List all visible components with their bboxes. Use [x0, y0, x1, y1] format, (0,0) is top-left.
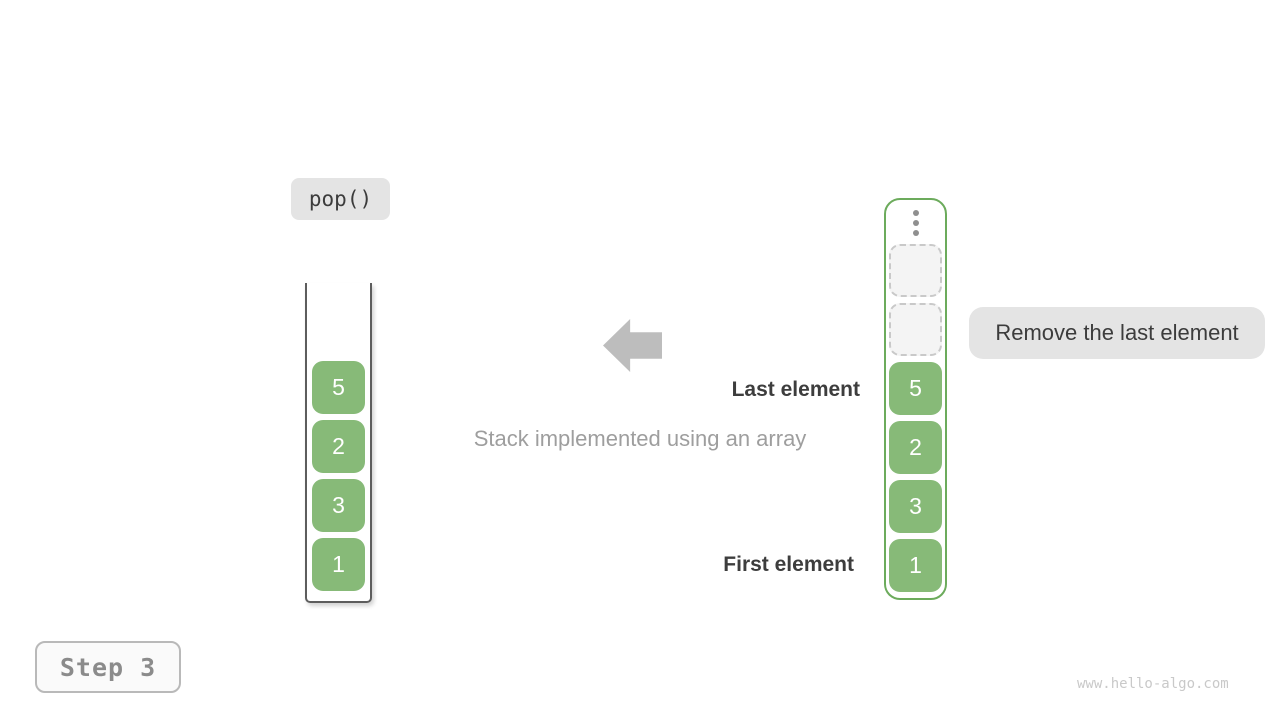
ellipsis-dot — [912, 230, 919, 236]
pop-operation-badge: pop() — [291, 178, 390, 220]
stack-cell: 3 — [889, 480, 942, 533]
last-element-label: Last element — [731, 378, 860, 401]
stack-container: 5 2 3 1 — [305, 283, 372, 603]
stack-cell: 3 — [312, 479, 365, 532]
ellipsis-dot — [912, 220, 919, 226]
first-element-label: First element — [723, 553, 854, 576]
stack-cell: 2 — [889, 421, 942, 474]
block-arrow-left-icon — [603, 319, 662, 372]
diagram-caption: Stack implemented using an array — [473, 426, 807, 451]
empty-slot — [889, 244, 942, 297]
array-cells: 5 2 3 1 — [889, 244, 942, 592]
step-badge: Step 3 — [35, 641, 181, 693]
ellipsis-dot — [912, 210, 919, 216]
stack-cell: 5 — [312, 361, 365, 414]
stack-cells: 5 2 3 1 — [312, 361, 365, 591]
stack-cell: 2 — [312, 420, 365, 473]
remove-note-badge: Remove the last element — [969, 307, 1265, 359]
stack-cell: 1 — [889, 539, 942, 592]
array-container: 5 2 3 1 — [884, 198, 947, 600]
empty-slot — [889, 303, 942, 356]
watermark: www.hello-algo.com — [1077, 676, 1229, 692]
stack-cell: 5 — [889, 362, 942, 415]
vertical-ellipsis-icon — [912, 210, 919, 236]
stack-cell: 1 — [312, 538, 365, 591]
